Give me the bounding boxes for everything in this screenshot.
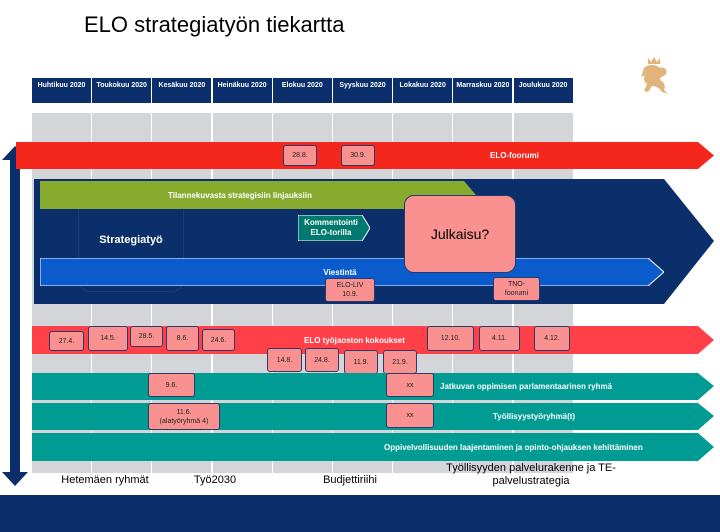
bottom-label: Työ2030	[193, 474, 237, 486]
month-header: Elokuu 2020	[272, 78, 332, 103]
group-label: Työllisyystyöryhmä(t)	[493, 412, 576, 421]
meeting-date: 14.5.	[88, 326, 128, 351]
tno-box: TNO-foorumi	[493, 277, 540, 301]
forum-date: 30.9.	[341, 145, 375, 166]
group-date: 9.6.	[148, 373, 195, 397]
month-header: Lokakuu 2020	[393, 78, 453, 103]
meeting-date: 14.8.	[267, 348, 302, 372]
meeting-date: 24.8.	[305, 348, 339, 372]
month-header: Joulukuu 2020	[513, 78, 573, 103]
green-arrow-shape	[40, 181, 476, 209]
footer-band	[0, 495, 720, 532]
meeting-date: 24.6.	[202, 329, 235, 351]
forum-date: 28.8.	[283, 145, 317, 166]
group-label: Jatkuvan oppimisen parlamentaarinen ryhm…	[440, 382, 613, 391]
elo-liv-box: ELO-LIV 10.9.	[325, 278, 375, 302]
publish-box: Julkaisu?	[404, 195, 516, 273]
timeline-double-arrow-icon	[2, 146, 28, 486]
meeting-date: 8.6.	[166, 326, 199, 351]
comment-arrow-shape	[298, 215, 370, 241]
month-header: Huhtikuu 2020	[32, 78, 91, 103]
month-header: Heinäkuu 2020	[212, 78, 272, 103]
group-date: xx	[386, 373, 434, 397]
meetings-label: ELO työjaoston kokoukset	[304, 335, 405, 345]
meeting-date: 21.9.	[383, 350, 417, 374]
comms-label: Viestintä	[323, 267, 357, 277]
strategy-label: Strategiatyö	[99, 234, 163, 246]
meeting-date: 28.5.	[130, 326, 163, 347]
meeting-date: 4.11.	[479, 326, 520, 351]
month-header: Kesäkuu 2020	[152, 78, 212, 103]
green-bar-label: Tilannekuvasta strategisiin linjauksiin	[168, 190, 312, 200]
group-date: xx	[386, 403, 434, 428]
bottom-label: Työllisyyden palvelurakenne ja TE-palvel…	[446, 462, 616, 487]
meeting-date: 27.4.	[49, 331, 84, 351]
page-title: ELO strategiatyön tiekartta	[84, 12, 345, 37]
meeting-date: 11.9.	[344, 350, 378, 374]
bottom-label: Hetemäen ryhmät	[61, 474, 149, 486]
group-label: Oppivelvollisuuden laajentaminen ja opin…	[384, 442, 643, 452]
month-header: Toukokuu 2020	[92, 78, 152, 103]
meeting-date: 12.10.	[427, 326, 474, 351]
group-date: 11.6. (alatyöryhmä 4)	[148, 403, 220, 430]
month-header: Marraskuu 2020	[453, 78, 513, 103]
meeting-date: 4.12.	[534, 326, 570, 351]
comment-label: Kommentointi ELO-torilla	[304, 218, 358, 237]
bottom-label: Budjettiriihi	[323, 474, 377, 486]
forum-label: ELO-foorumi	[490, 151, 539, 160]
lion-logo-icon	[641, 57, 668, 94]
month-header: Syyskuu 2020	[333, 78, 392, 103]
